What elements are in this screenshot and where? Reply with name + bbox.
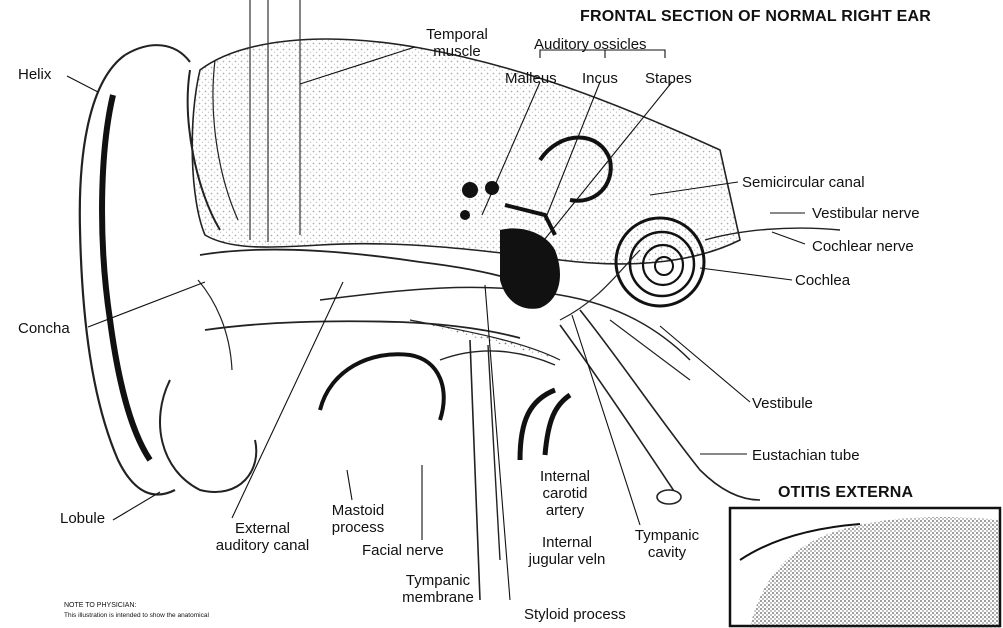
carotid-artery-shape	[520, 390, 570, 460]
external-auditory-canal-shape	[200, 250, 520, 338]
label-vestibular-nerve: Vestibular nerve	[812, 205, 920, 222]
label-vestibule: Vestibule	[752, 395, 813, 412]
diagram-title: FRONTAL SECTION OF NORMAL RIGHT EAR	[580, 8, 931, 26]
label-cochlea: Cochlea	[795, 272, 850, 289]
note-heading: NOTE TO PHYSICIAN:	[64, 602, 137, 609]
label-facial-nerve: Facial nerve	[362, 542, 444, 559]
label-auditory-ossicles: Auditory ossicles	[534, 36, 647, 53]
label-stapes: Stapes	[645, 70, 692, 87]
inset-title: OTITIS EXTERNA	[778, 484, 913, 502]
label-lobule: Lobule	[60, 510, 105, 527]
mastoid-shape	[320, 351, 555, 420]
label-helix: Helix	[18, 66, 51, 83]
label-malleus: Malleus	[505, 70, 557, 87]
label-semicircular-canal: Semicircular canal	[742, 174, 865, 191]
label-cochlear-nerve: Cochlear nerve	[812, 238, 914, 255]
label-concha: Concha	[18, 320, 70, 337]
label-incus: Incus	[582, 70, 618, 87]
note-body: This illustration is intended to show th…	[64, 612, 209, 619]
inset-otitis-externa	[730, 508, 1000, 628]
label-eustachian-tube: Eustachian tube	[752, 447, 860, 464]
label-styloid-process: Styloid process	[524, 606, 626, 623]
